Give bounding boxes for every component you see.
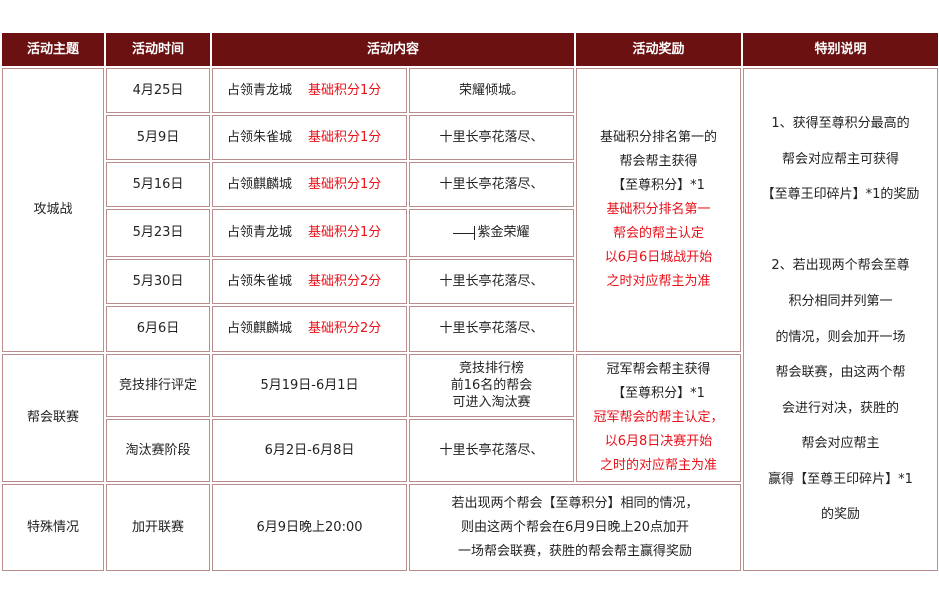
note-line: 积分相同并列第一	[788, 293, 893, 309]
league-stage-2-content: 十里长亭花落尽、	[409, 419, 574, 482]
siege-title-2: 十里长亭花落尽、	[409, 115, 574, 160]
siege-reward-cell: 基础积分排名第一的 帮会帮主获得 【至尊积分】*1 基础积分排名第一 帮会的帮主…	[576, 68, 741, 352]
league-reward-note: 以6月8日决赛开始	[604, 434, 713, 449]
header-theme: 活动主题	[2, 33, 104, 66]
note-line: 帮会联赛，由这两个帮	[775, 365, 906, 381]
siege-points-1: 基础积分1分	[308, 82, 382, 98]
siege-date-6: 6月6日	[106, 306, 210, 352]
league-stage-1-time: 5月19日-6月1日	[212, 354, 407, 417]
siege-action-cell-5: 占领朱雀城 基础积分2分	[212, 259, 407, 304]
league-reward-note: 之时的对应帮主为准	[599, 458, 717, 473]
siege-reward-note: 以6月6日城战开始	[604, 250, 713, 265]
siege-date-5: 5月30日	[106, 259, 210, 304]
siege-points-3: 基础积分1分	[308, 176, 382, 192]
league-reward-line: 【至尊积分】*1	[612, 386, 705, 401]
note-line: 赢得【至尊王印碎片】*1	[768, 471, 913, 487]
siege-action-4: 占领青龙城	[227, 225, 293, 240]
league-stage-1-content: 竞技排行榜 前16名的帮会 可进入淘汰赛	[409, 354, 574, 417]
league-stage-2-name: 淘汰赛阶段	[106, 419, 210, 482]
league-stage-1-name: 竞技排行评定	[106, 354, 210, 417]
special-content-line: 一场帮会联赛，获胜的帮会帮主赢得奖励	[457, 543, 692, 559]
note-line: 帮会对应帮主可获得	[781, 151, 899, 167]
siege-points-6: 基础积分2分	[308, 321, 382, 336]
header-content: 活动内容	[212, 33, 574, 66]
special-content-line: 若出现两个帮会【至尊积分】相同的情况，	[451, 495, 699, 511]
league-stage-1-line: 前16名的帮会	[450, 378, 533, 393]
siege-reward-note: 之时对应帮主为准	[606, 274, 711, 289]
note-line: 的奖励	[820, 507, 860, 523]
league-stage-1-line: 可进入淘汰赛	[452, 395, 531, 410]
special-theme: 特殊情况	[26, 519, 79, 535]
siege-points-5: 基础积分2分	[308, 273, 382, 289]
siege-reward-note: 帮会的帮主认定	[612, 226, 704, 241]
siege-action-cell-1: 占领青龙城 基础积分1分	[212, 68, 407, 113]
siege-title-cell-4: 紫金荣耀	[409, 209, 574, 257]
siege-title-3: 十里长亭花落尽、	[409, 162, 574, 207]
note-line: 1、获得至尊积分最高的	[771, 115, 910, 131]
siege-title-1: 荣耀倾城。	[409, 68, 574, 113]
siege-reward-note: 基础积分排名第一	[606, 202, 711, 217]
siege-action-cell-3: 占领麒麟城 基础积分1分	[212, 162, 407, 207]
siege-action-5: 占领朱雀城	[227, 273, 293, 289]
siege-action-6: 占领麒麟城	[227, 321, 293, 336]
special-content: 若出现两个帮会【至尊积分】相同的情况， 则由这两个帮会在6月9日晚上20点加开 …	[409, 484, 741, 571]
note-line: 2、若出现两个帮会至尊	[771, 258, 910, 274]
strike-mark-icon	[453, 225, 476, 240]
siege-title-6: 十里长亭花落尽、	[409, 306, 574, 352]
league-reward-line: 冠军帮会帮主获得	[606, 362, 711, 377]
siege-action-1: 占领青龙城	[227, 82, 293, 98]
siege-reward-line: 帮会帮主获得	[619, 154, 698, 169]
siege-title-4: 紫金荣耀	[477, 225, 530, 240]
note-line: 【至尊王印碎片】*1的奖励	[761, 187, 920, 203]
header-time: 活动时间	[106, 33, 210, 66]
league-reward-note: 冠军帮会的帮主认定，	[593, 410, 724, 425]
special-theme-cell: 特殊情况	[2, 484, 104, 571]
special-time: 6月9日晚上20:00	[212, 484, 407, 571]
siege-title-5: 十里长亭花落尽、	[409, 259, 574, 304]
siege-theme: 攻城战	[33, 202, 73, 217]
league-stage-1-line: 竞技排行榜	[458, 361, 524, 376]
siege-date-4: 5月23日	[106, 209, 210, 257]
header-notes: 特别说明	[743, 33, 938, 66]
siege-date-3: 5月16日	[106, 162, 210, 207]
siege-theme-cell: 攻城战	[2, 68, 104, 352]
note-line: 帮会对应帮主	[801, 436, 880, 452]
special-name: 加开联赛	[106, 484, 210, 571]
siege-points-4: 基础积分1分	[308, 225, 382, 240]
siege-action-cell-2: 占领朱雀城 基础积分1分	[212, 115, 407, 160]
siege-date-2: 5月9日	[106, 115, 210, 160]
note-line: 会进行对决，获胜的	[781, 400, 899, 416]
league-theme-cell: 帮会联赛	[2, 354, 104, 482]
siege-action-3: 占领麒麟城	[227, 176, 293, 192]
siege-action-cell-4: 占领青龙城 基础积分1分	[212, 209, 407, 257]
notes-cell: 1、获得至尊积分最高的 帮会对应帮主可获得 【至尊王印碎片】*1的奖励 2、若出…	[743, 68, 938, 571]
siege-action-2: 占领朱雀城	[227, 129, 293, 145]
siege-reward-line: 【至尊积分】*1	[612, 178, 705, 193]
header-reward: 活动奖励	[576, 33, 741, 66]
siege-reward-line: 基础积分排名第一的	[599, 130, 717, 145]
special-content-line: 则由这两个帮会在6月9日晚上20点加开	[460, 519, 690, 535]
siege-action-cell-6: 占领麒麟城 基础积分2分	[212, 306, 407, 352]
siege-points-2: 基础积分1分	[308, 129, 382, 145]
siege-date-1: 4月25日	[106, 68, 210, 113]
league-reward-cell: 冠军帮会帮主获得 【至尊积分】*1 冠军帮会的帮主认定， 以6月8日决赛开始 之…	[576, 354, 741, 482]
league-stage-2-time: 6月2日-6月8日	[212, 419, 407, 482]
league-theme: 帮会联赛	[26, 410, 79, 425]
note-line: 的情况，则会加开一场	[775, 329, 906, 345]
